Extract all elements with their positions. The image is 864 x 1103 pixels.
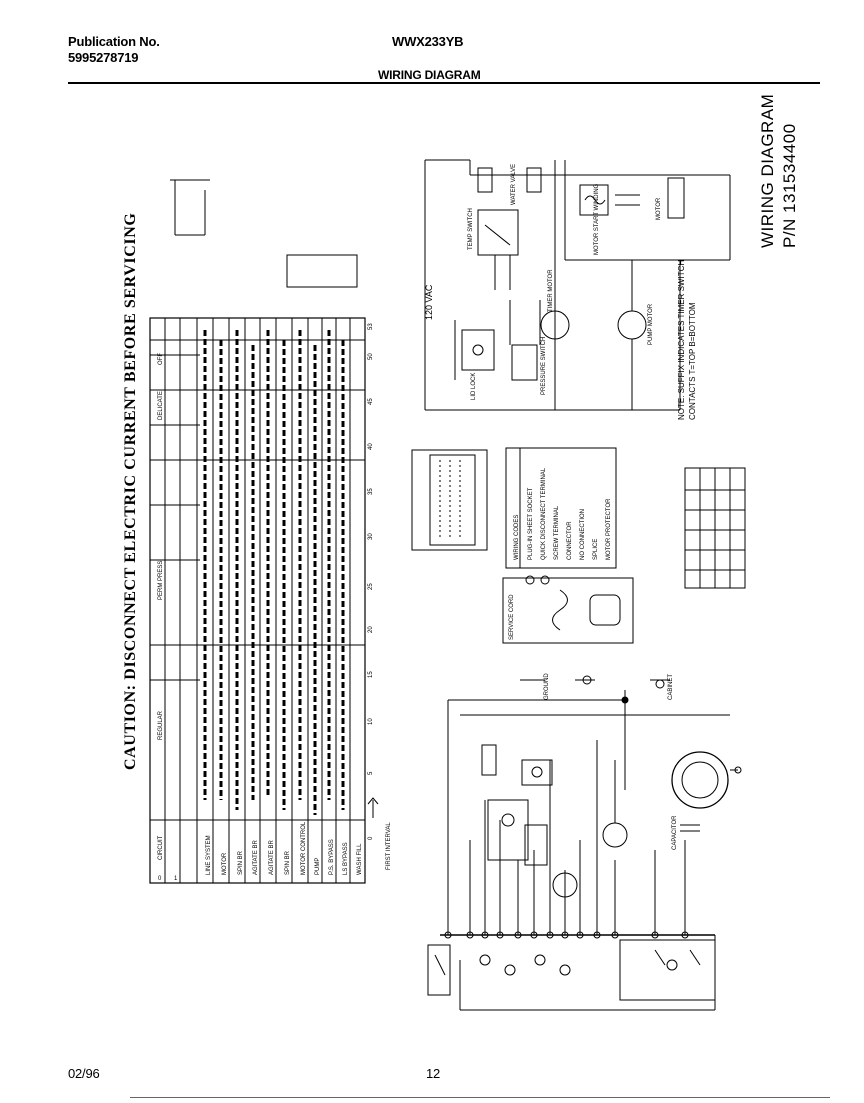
header-rule xyxy=(68,82,820,84)
legend-item-2: QUICK DISCONNECT TERMINAL xyxy=(541,467,547,560)
column-delicate: DELICATE xyxy=(158,391,164,420)
row-spin-br-2: SPIN BR xyxy=(285,850,291,875)
tick-10: 10 xyxy=(368,718,374,725)
column-regular: REGULAR xyxy=(158,710,164,740)
ground-label: GROUND xyxy=(544,673,550,700)
service-cord-label: SERVICE CORD xyxy=(509,594,515,640)
legend-item-5: NO CONNECTION xyxy=(580,509,586,560)
tick-25: 25 xyxy=(368,583,374,590)
row-agitate-br-2: AGITATE BR xyxy=(269,840,275,875)
timer-motor-label: TIMER MOTOR xyxy=(548,269,554,312)
row-id-1: 1 xyxy=(174,876,178,882)
pressure-switch-label: PRESSURE SWITCH xyxy=(541,337,547,395)
row-spin-br: SPIN BR xyxy=(238,850,244,875)
service-cord-detail xyxy=(502,577,634,644)
footer-rule xyxy=(130,1097,830,1098)
legend-item-7: MOTOR PROTECTOR xyxy=(606,498,612,560)
legend-item-4: CONNECTOR xyxy=(567,521,573,560)
timer-sequence-chart xyxy=(149,317,379,884)
row-motor: MOTOR xyxy=(222,852,228,875)
publication-number: 5995278719 xyxy=(68,50,139,65)
row-ps-bypass: P.S. BYPASS xyxy=(329,839,335,875)
row-agitate-br: AGITATE BR xyxy=(253,840,259,875)
row-motor-control: MOTOR CONTROL xyxy=(301,821,307,875)
water-valve-label: WATER VALVE xyxy=(511,164,517,205)
publication-label: Publication No. xyxy=(68,34,160,49)
row-line-system: LINE SYSTEM xyxy=(206,835,212,875)
wiring-codes-title: WIRING CODES xyxy=(514,515,520,560)
wiring-codes-legend xyxy=(505,447,617,585)
row-ls-bypass: LS BYPASS xyxy=(343,842,349,875)
row-wash-fill: WASH FILL xyxy=(357,843,363,875)
tick-40: 40 xyxy=(368,443,374,450)
interval-spray-detail xyxy=(170,179,210,236)
row-id-0: 0 xyxy=(158,876,162,882)
tick-0: 0 xyxy=(368,836,374,840)
footer-date: 02/96 xyxy=(68,1066,100,1081)
pump-motor-label: PUMP MOTOR xyxy=(648,303,654,345)
column-circuit: CIRCUIT xyxy=(158,835,164,860)
legend-item-3: SCREW TERMINAL xyxy=(554,505,560,560)
upper-schematic xyxy=(424,159,731,411)
column-off: OFF xyxy=(158,353,164,365)
legend-item-1: PLUG-IN SHEET SOCKET xyxy=(528,487,534,560)
lower-schematic xyxy=(427,675,742,1011)
model-number: WWX233YB xyxy=(392,34,464,49)
tick-35: 35 xyxy=(368,488,374,495)
timer-plug-block xyxy=(411,449,488,551)
capacitor-label: CAPACITOR xyxy=(672,815,678,850)
tick-20: 20 xyxy=(368,626,374,633)
tick-5: 5 xyxy=(368,771,374,775)
first-interval-label: FIRST INTERVAL xyxy=(386,822,392,870)
motor-label: MOTOR xyxy=(656,197,662,220)
lid-lock-label: LID LOCK xyxy=(471,373,477,400)
footer-page: 12 xyxy=(426,1066,441,1081)
column-perm-press: PERM PRESS xyxy=(158,561,164,600)
tick-30: 30 xyxy=(368,533,374,540)
tick-45: 45 xyxy=(368,398,374,405)
temp-switch-label: TEMP SWITCH xyxy=(468,208,474,250)
temperature-table xyxy=(684,467,746,589)
cabinet-label: CABINET xyxy=(668,674,674,700)
legend-item-6: SPLICE xyxy=(593,539,599,560)
tick-53: 53 xyxy=(368,323,374,330)
tick-50: 50 xyxy=(368,353,374,360)
tick-15: 15 xyxy=(368,671,374,678)
section-title: WIRING DIAGRAM xyxy=(378,68,481,82)
motor-start-winding-label: MOTOR START WINDING xyxy=(594,183,600,255)
row-pump: PUMP xyxy=(315,858,321,875)
